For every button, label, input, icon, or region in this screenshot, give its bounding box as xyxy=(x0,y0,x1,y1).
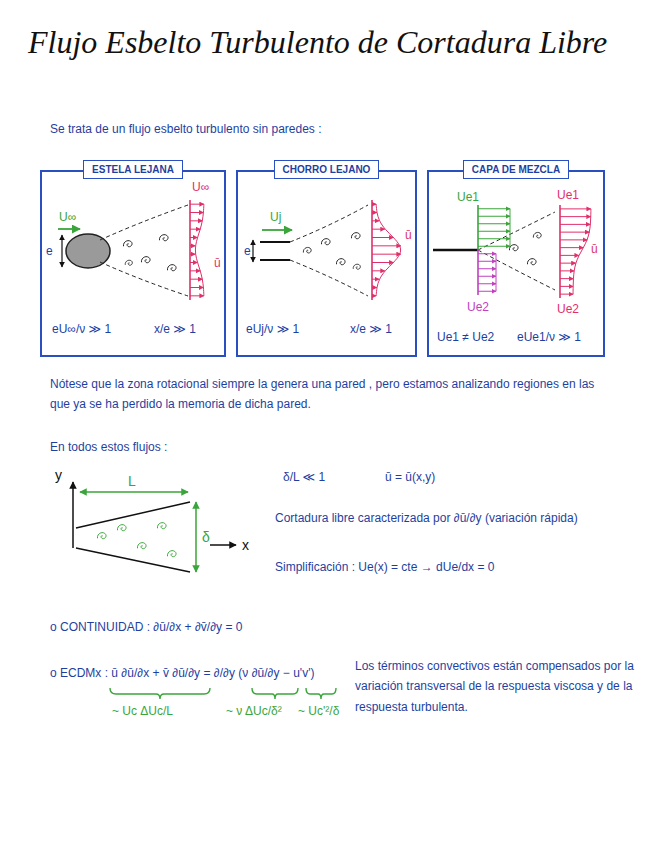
flow-label: Ue2 xyxy=(467,300,489,316)
box-heading: CAPA DE MEZCLA xyxy=(463,160,569,179)
note-text: L xyxy=(128,472,136,490)
flow-label: eUe1/ν ≫ 1 xyxy=(517,330,581,346)
note-text: Los términos convectivos están compensad… xyxy=(355,656,636,717)
flow-label: U∞ xyxy=(59,210,76,226)
velocity-profiles xyxy=(190,200,591,300)
flow-label: x/e ≫ 1 xyxy=(154,322,196,338)
flow-panel: Ue1Ue1ūUe2Ue2Ue1 ≠ Ue2eUe1/ν ≫ 1CAPA DE … xyxy=(427,170,605,357)
flow-label: Ue1 ≠ Ue2 xyxy=(437,330,494,346)
note-text: ū = ū(x,y) xyxy=(385,470,435,486)
note-text: ~ Uc ΔUc/L xyxy=(112,704,173,720)
box-heading: ESTELA LEJANA xyxy=(83,160,183,179)
note-text: y xyxy=(55,466,62,484)
flow-label: ū xyxy=(214,256,221,272)
note-text: Cortadura libre caracterizada por ∂ū/∂y … xyxy=(275,508,615,528)
flow-label: U∞ xyxy=(192,180,209,196)
flow-label: Uj xyxy=(270,210,281,226)
flow-label: Ue1 xyxy=(557,188,579,204)
note-text: ~ Uc'²/δ xyxy=(298,704,339,720)
panel-title: CAPA DE MEZCLA xyxy=(472,163,560,176)
panel-title: ESTELA LEJANA xyxy=(92,163,174,176)
flow-panel: U∞eU∞ūeU∞/ν ≫ 1x/e ≫ 1ESTELA LEJANA xyxy=(40,170,226,357)
flow-label: x/e ≫ 1 xyxy=(350,322,392,338)
note-text: o ECDMx : ū ∂ū/∂x + v̄ ∂ū/∂y = ∂/∂y (ν ∂… xyxy=(50,666,314,682)
slender-sketch xyxy=(73,482,236,572)
box-heading: CHORRO LEJANO xyxy=(274,160,380,179)
flow-panel: UjeūeUj/ν ≫ 1x/e ≫ 1CHORRO LEJANO xyxy=(236,170,417,357)
note-text: x xyxy=(242,536,249,554)
note-text: o CONTINUIDAD : ∂ū/∂x + ∂v̄/∂y = 0 xyxy=(50,620,242,636)
note-text: δ xyxy=(202,528,210,546)
flow-label: e xyxy=(46,244,53,260)
wake-sketch xyxy=(58,205,188,296)
flow-label: eUj/ν ≫ 1 xyxy=(246,322,299,338)
panel-title: CHORRO LEJANO xyxy=(283,163,371,176)
underbraces xyxy=(110,688,336,699)
note-text: δ/L ≪ 1 xyxy=(283,470,325,486)
flow-label: eU∞/ν ≫ 1 xyxy=(52,322,111,338)
flow-label: Ue1 xyxy=(457,190,479,206)
flow-label: e xyxy=(244,244,251,260)
flow-label: Ue2 xyxy=(557,302,579,318)
flow-label: ū xyxy=(591,242,598,258)
page-title: Flujo Esbelto Turbulento de Cortadura Li… xyxy=(28,22,607,64)
note-text: ~ ν ΔUc/δ² xyxy=(226,704,282,720)
note-text: En todos estos flujos : xyxy=(50,440,167,456)
jet-sketch xyxy=(253,205,368,296)
note-text: Simplificación : Ue(x) = cte → dUe/dx = … xyxy=(275,560,494,576)
mixing-sketch xyxy=(433,212,555,290)
note-text: Se trata de un flujo esbelto turbulento … xyxy=(50,122,322,138)
note-text: Nótese que la zona rotacional siempre la… xyxy=(50,374,610,415)
flow-label: ū xyxy=(405,228,412,244)
